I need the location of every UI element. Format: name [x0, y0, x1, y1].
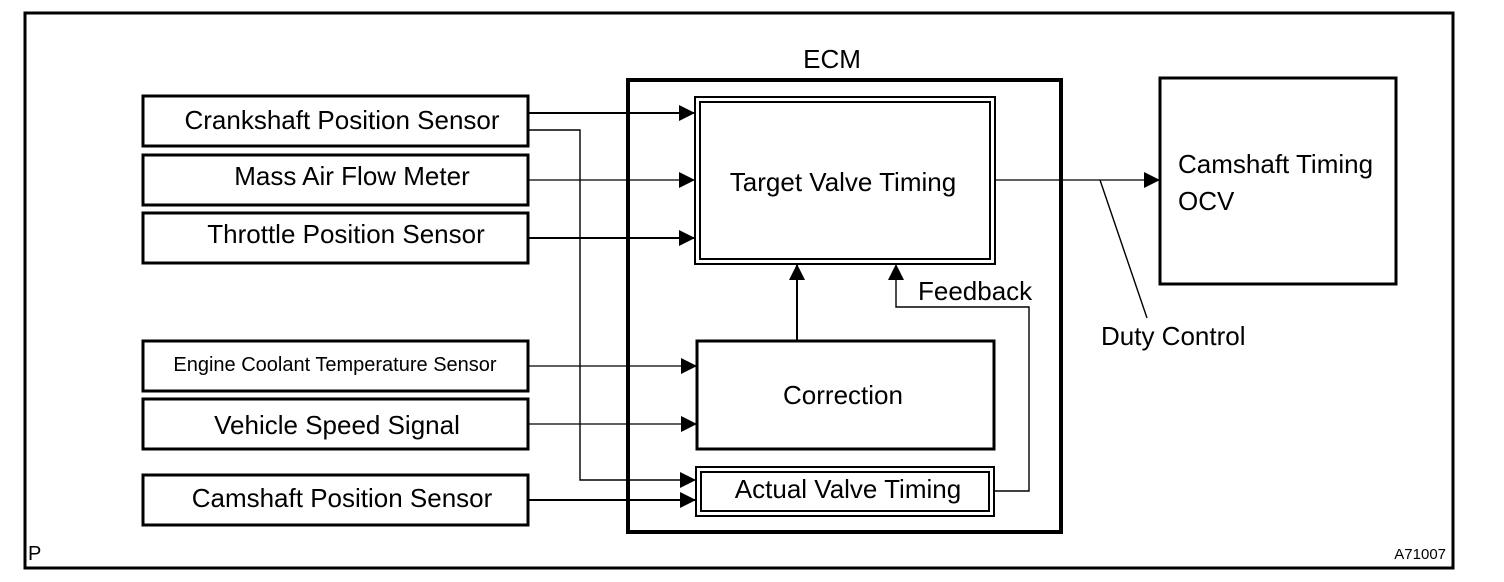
- input-camshaft-position-sensor: Camshaft Position Sensor: [141, 473, 530, 527]
- block-label: Target Valve Timing: [730, 167, 956, 197]
- input-label: Engine Coolant Temperature Sensor: [173, 354, 497, 376]
- block-target-valve-timing: Target Valve Timing: [694, 96, 996, 265]
- block-border: [695, 339, 996, 451]
- block-label: Actual Valve Timing: [735, 474, 961, 504]
- arrow-feedback-to-target: [888, 264, 1030, 492]
- output-label-line1: Camshaft Timing: [1178, 149, 1373, 179]
- input-label: Mass Air Flow Meter: [234, 161, 470, 191]
- output-label-line2: OCV: [1178, 186, 1235, 216]
- duty-control-label: Duty Control: [1101, 321, 1246, 351]
- block-outer-border: [695, 466, 995, 517]
- figure-code: A71007: [1394, 546, 1446, 563]
- arrow-crankshaft-to-actual: [528, 129, 696, 488]
- corner-label: P: [28, 543, 41, 565]
- ecm-box: [626, 78, 1063, 534]
- input-box: [141, 211, 530, 265]
- output-box: [1158, 76, 1398, 286]
- input-label: Camshaft Position Sensor: [192, 483, 493, 513]
- duty-control-leader: [1099, 179, 1148, 319]
- block-label: Correction: [783, 380, 903, 410]
- input-vehicle-speed-signal: Vehicle Speed Signal: [141, 397, 530, 451]
- output-camshaft-timing-ocv: Camshaft Timing OCV: [1158, 76, 1398, 286]
- block-inner-border: [700, 471, 990, 512]
- input-box: [141, 94, 530, 148]
- input-label: Vehicle Speed Signal: [214, 410, 460, 440]
- connections: [528, 105, 1160, 508]
- input-box: [141, 339, 530, 393]
- input-box: [141, 473, 530, 527]
- block-correction: Correction: [695, 339, 996, 451]
- ecm-title: ECM: [803, 44, 861, 74]
- block-actual-valve-timing: Actual Valve Timing: [695, 466, 995, 517]
- input-throttle-position-sensor: Throttle Position Sensor: [141, 211, 530, 265]
- input-mass-air-flow-meter: Mass Air Flow Meter: [141, 153, 530, 207]
- block-outer-border: [694, 96, 996, 265]
- input-crankshaft-position-sensor: Crankshaft Position Sensor: [141, 94, 530, 148]
- block-inner-border: [699, 101, 991, 260]
- input-label: Crankshaft Position Sensor: [184, 105, 499, 135]
- input-label: Throttle Position Sensor: [207, 219, 485, 249]
- input-box: [141, 397, 530, 451]
- input-box: [141, 153, 530, 207]
- feedback-label: Feedback: [918, 276, 1033, 306]
- outer-frame: [23, 11, 1455, 570]
- input-engine-coolant-temperature-sensor: Engine Coolant Temperature Sensor: [141, 339, 530, 393]
